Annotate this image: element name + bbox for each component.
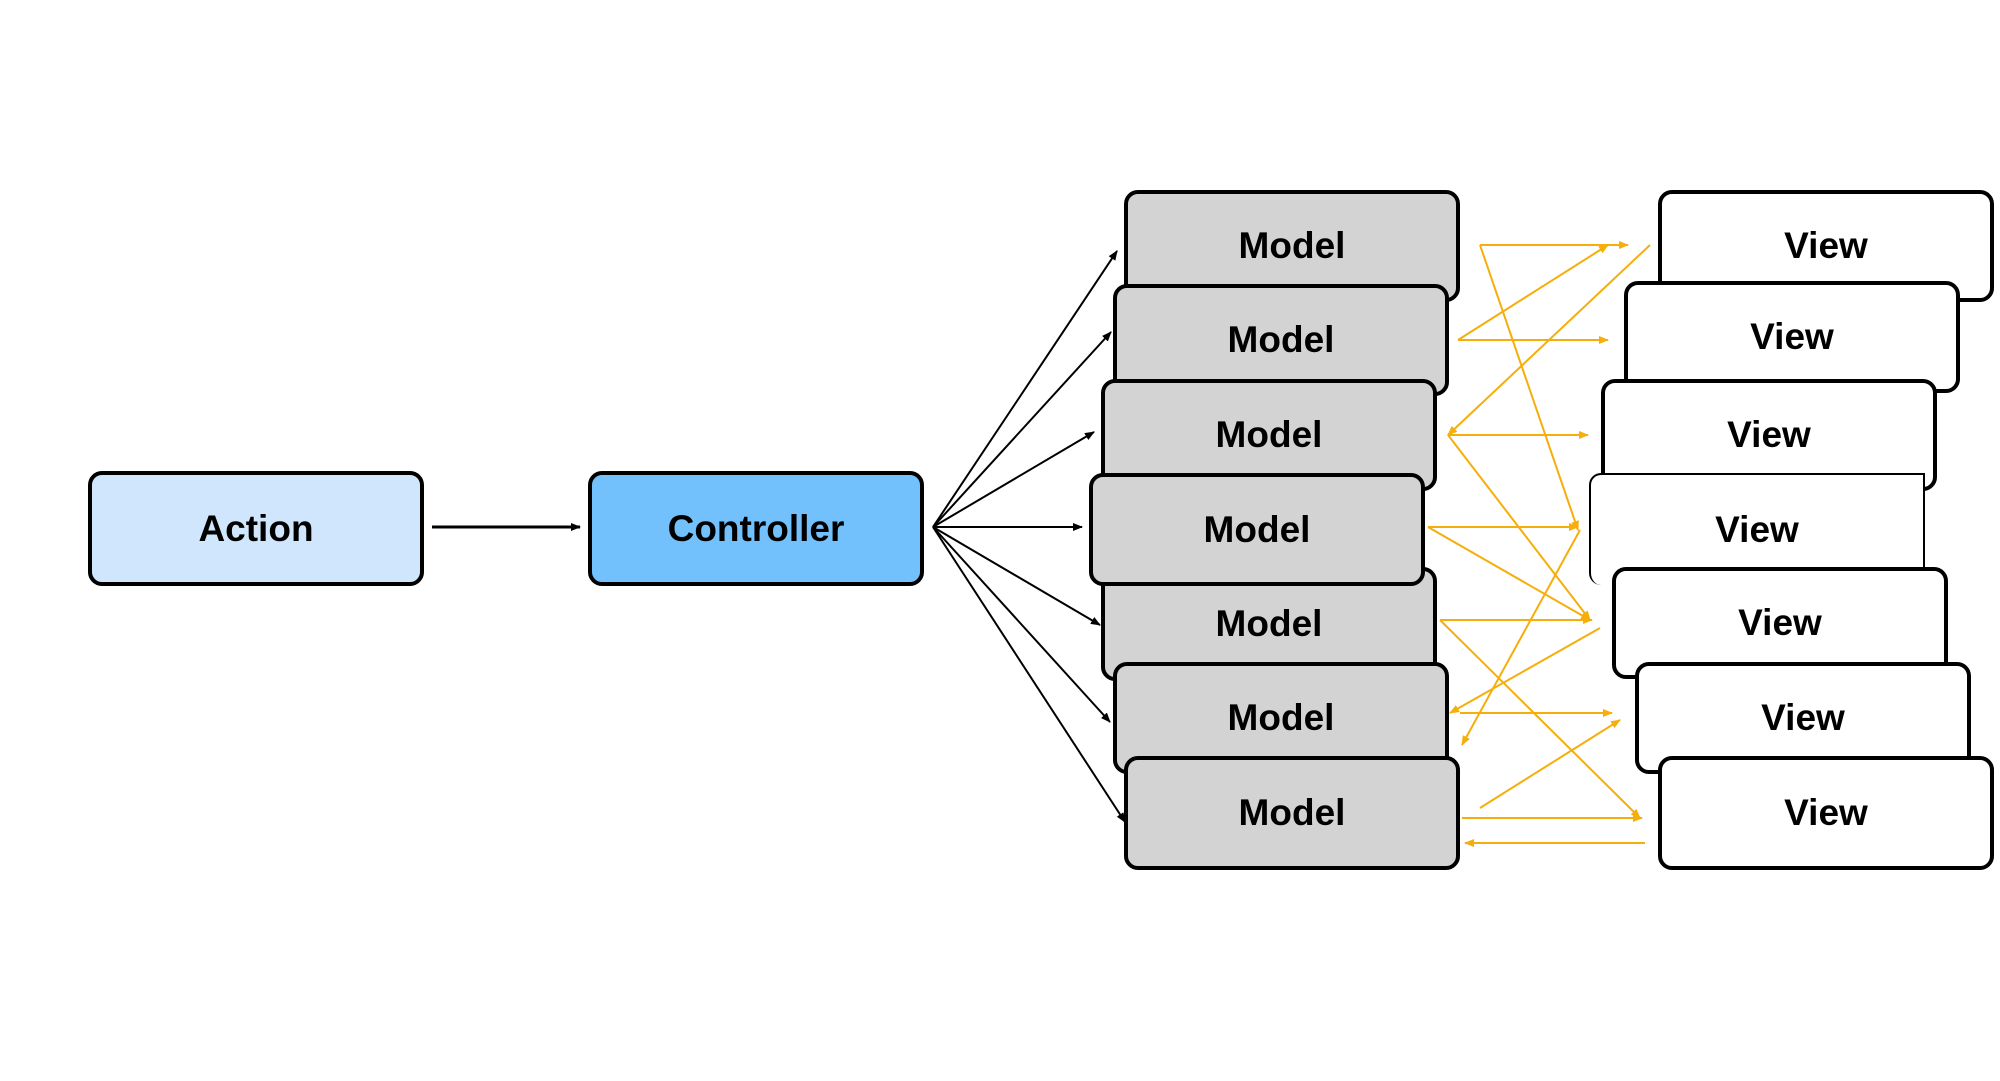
view-label: View bbox=[1715, 509, 1799, 550]
model-box-2: Model bbox=[1113, 284, 1449, 396]
view-label: View bbox=[1761, 697, 1845, 738]
model-label: Model bbox=[1227, 319, 1335, 360]
view-box-4: View bbox=[1589, 473, 1925, 585]
view-box-3: View bbox=[1601, 379, 1937, 491]
model-box-3: Model bbox=[1101, 379, 1437, 491]
model-label: Model bbox=[1227, 697, 1335, 738]
view-label: View bbox=[1784, 792, 1868, 833]
model-label: Model bbox=[1215, 414, 1323, 455]
model-label: Model bbox=[1203, 508, 1311, 550]
model-label: Model bbox=[1238, 792, 1346, 833]
model-label: Model bbox=[1238, 225, 1346, 266]
action-label: Action bbox=[198, 507, 314, 549]
view-box-6: View bbox=[1635, 662, 1971, 774]
model-label: Model bbox=[1215, 603, 1323, 644]
view-box-7: View bbox=[1658, 756, 1994, 870]
controller-box: Controller bbox=[588, 471, 924, 586]
model-box-4: Model bbox=[1089, 473, 1425, 586]
view-label: View bbox=[1784, 225, 1868, 266]
model-view-cross-arrows bbox=[1427, 241, 1651, 847]
controller-to-model-arrows bbox=[932, 250, 1126, 823]
view-label: View bbox=[1738, 602, 1822, 643]
view-box-5: View bbox=[1612, 567, 1948, 679]
controller-label: Controller bbox=[667, 507, 845, 549]
model-box-6: Model bbox=[1113, 662, 1449, 774]
model-box-7: Model bbox=[1124, 756, 1460, 870]
view-label: View bbox=[1750, 316, 1834, 357]
view-box-2: View bbox=[1624, 281, 1960, 393]
view-label: View bbox=[1727, 414, 1811, 455]
action-box: Action bbox=[88, 471, 424, 586]
